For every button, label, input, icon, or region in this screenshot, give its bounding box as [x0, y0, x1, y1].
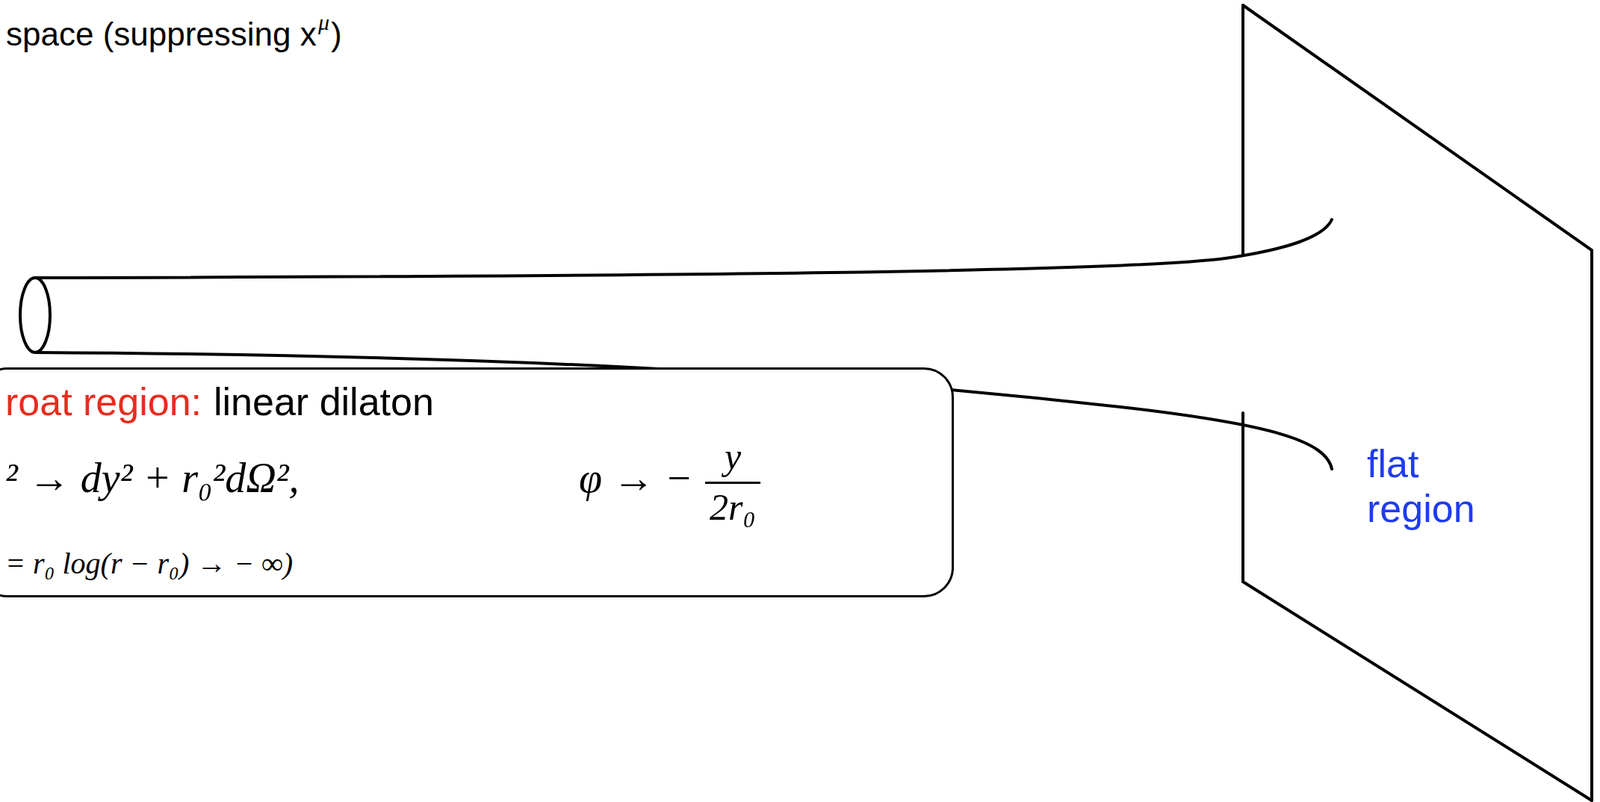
superscript: μ — [318, 8, 330, 36]
note-text: ) — [330, 14, 343, 55]
note-text: space (suppressing x — [5, 14, 317, 55]
plane-edge — [1242, 581, 1592, 801]
formula-box: roat region:linear dilaton ² → dy² + r₀²d… — [0, 367, 954, 598]
fraction-denominator: 2r₀ — [709, 484, 756, 530]
dilaton-formula: φ → − — [578, 453, 694, 504]
tube-top — [35, 219, 1332, 278]
region-heading: roat region: — [5, 378, 202, 426]
plane-edge — [1242, 5, 1592, 801]
coordinate-note: = r₀ log(r − r₀) → − ∞) — [5, 546, 293, 582]
fraction-numerator: y — [724, 433, 741, 479]
region-label: flat region — [1366, 442, 1476, 532]
tube-mouth — [20, 277, 51, 353]
region-subheading: linear dilaton — [213, 378, 434, 426]
metric-formula: ² → dy² + r₀²dΩ², — [5, 453, 300, 504]
plane-edge — [1241, 5, 1245, 256]
fraction-bar — [705, 481, 761, 485]
plane-edge — [1241, 413, 1245, 582]
